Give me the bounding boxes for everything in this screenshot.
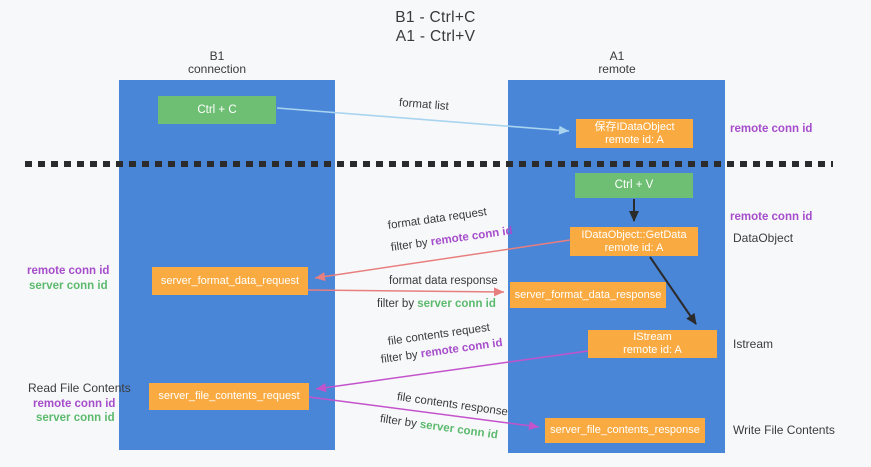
node-istream: IStream remote id: A [588,330,717,358]
left-server-conn-id-mid: server conn id [29,280,108,292]
format-response-label: server_format_data_response [514,288,662,301]
format-data-request-label: format data request [387,206,488,232]
remote-conn-id-text: remote conn id [430,224,514,249]
lane-header-b1: B1 connection [147,50,287,76]
right-remote-conn-id-mid: remote conn id [730,211,813,223]
istream-line2: remote id: A [623,344,682,356]
read-file-contents-note: Read File Contents [28,381,131,395]
node-server-file-contents-response: server_file_contents_response [545,418,705,443]
server-conn-id-text: server conn id [417,298,496,310]
istream-line1: IStream [633,331,672,343]
istream-note: Istream [733,337,774,351]
file-response-label: server_file_contents_response [550,424,700,436]
ctrl-v-label: Ctrl + V [614,179,654,191]
file-contents-response-filter: filter by server conn id [379,413,498,441]
filter-by-text: filter by [377,298,418,310]
node-ctrl-v: Ctrl + V [575,173,693,198]
lane-header-a1: A1 remote [547,50,687,76]
write-file-contents-note: Write File Contents [733,423,835,437]
diagram-title: B1 - Ctrl+C A1 - Ctrl+V [0,8,871,46]
lane-a1-name: A1 [609,49,625,63]
format-list-label: format list [398,97,450,113]
format-request-label: server_format_data_request [160,274,300,287]
lane-a1-role: remote [598,62,636,76]
title-line-2: A1 - Ctrl+V [395,28,476,45]
node-save-idataobject: 保存IDataObject remote id: A [576,119,693,148]
format-data-response-label: format data response [389,275,498,287]
left-remote-conn-id-mid: remote conn id [27,265,110,277]
node-server-file-contents-request: server_file_contents_request [149,383,309,410]
save-idataobject-line2: remote id: A [605,133,664,146]
save-idataobject-line1: 保存IDataObject [594,120,675,133]
lane-b1-name: B1 [209,49,225,63]
node-server-format-data-request: server_format_data_request [152,267,308,295]
node-server-format-data-response: server_format_data_response [510,282,666,308]
filter-by-text: filter by [390,236,432,254]
title-line-1: B1 - Ctrl+C [395,9,476,26]
file-contents-response-label: file contents response [396,391,509,419]
left-server-conn-id-bottom: server conn id [36,412,115,424]
server-conn-id-text: server conn id [419,418,499,442]
format-data-response-filter: filter by server conn id [377,298,496,310]
format-data-response-arrow [307,287,505,297]
getdata-line2: remote id: A [604,241,664,254]
node-ctrl-c: Ctrl + C [158,96,276,124]
left-remote-conn-id-bottom: remote conn id [33,398,116,410]
filter-by-text: filter by [380,348,422,366]
filter-by-text: filter by [379,413,421,431]
lane-b1-role: connection [187,62,247,76]
right-remote-conn-id-top: remote conn id [730,123,813,135]
dashed-divider [25,161,833,167]
format-data-request-filter: filter by remote conn id [390,225,513,254]
getdata-line1: IDataObject::GetData [581,228,687,241]
ctrl-c-label: Ctrl + C [197,103,237,116]
dataobject-note: DataObject [733,231,794,245]
file-request-label: server_file_contents_request [158,390,300,402]
node-idataobject-getdata: IDataObject::GetData remote id: A [570,227,698,256]
